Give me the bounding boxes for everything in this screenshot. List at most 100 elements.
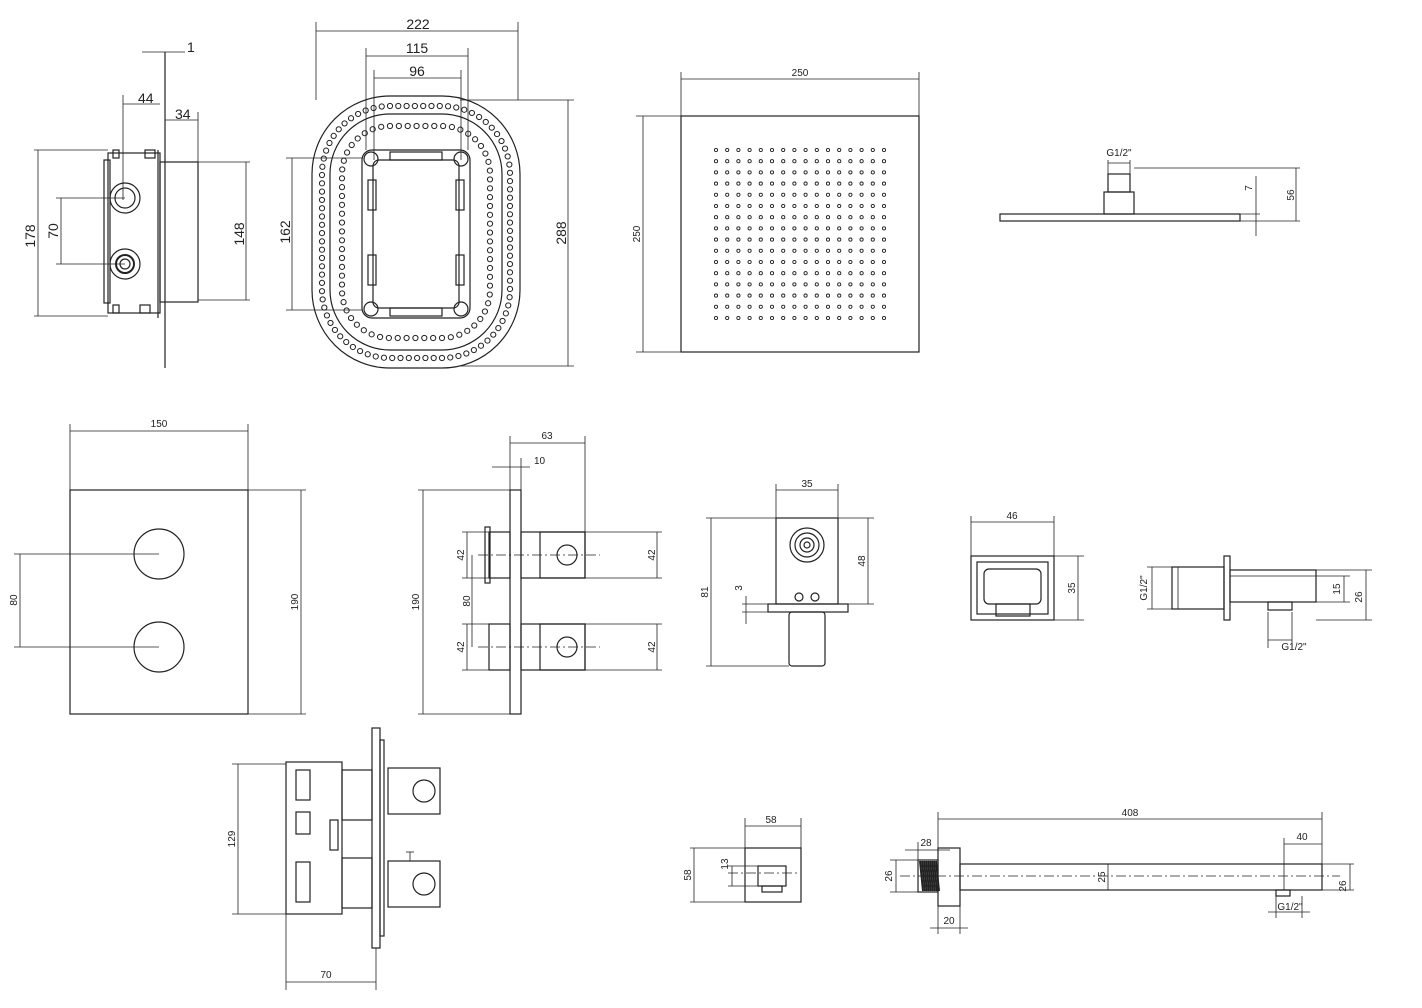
mounting-hole bbox=[447, 334, 454, 341]
nozzle-dot bbox=[769, 259, 775, 265]
nozzle-dot bbox=[713, 248, 719, 253]
mounting-hole bbox=[486, 167, 493, 174]
dim-10: 10 bbox=[534, 456, 546, 467]
mounting-hole bbox=[501, 145, 509, 152]
nozzle-dot bbox=[758, 159, 763, 164]
nozzle-dot bbox=[837, 203, 842, 209]
nozzle-dot bbox=[781, 315, 786, 321]
dim-42-right-bottom: 42 bbox=[647, 641, 658, 653]
mounting-hole bbox=[323, 147, 330, 154]
nozzle-dot bbox=[792, 304, 797, 309]
nozzle-dot bbox=[825, 271, 831, 276]
nozzle-dot bbox=[825, 282, 831, 287]
nozzle-dot bbox=[758, 226, 763, 231]
nozzle-dot bbox=[881, 315, 887, 321]
nozzle-dot bbox=[825, 237, 831, 242]
mounting-hole bbox=[470, 346, 477, 354]
mounting-hole bbox=[447, 354, 454, 361]
nozzle-dot bbox=[736, 237, 741, 242]
mounting-hole bbox=[428, 102, 435, 110]
nozzle-dot bbox=[725, 181, 730, 186]
mounting-hole bbox=[482, 118, 489, 126]
mounting-hole bbox=[502, 310, 509, 317]
nozzle-dot bbox=[747, 226, 752, 231]
nozzle-dot bbox=[725, 215, 730, 220]
nozzle-dot bbox=[803, 293, 808, 298]
mounting-hole bbox=[506, 211, 514, 218]
nozzle-dot bbox=[859, 203, 864, 209]
mounting-hole bbox=[506, 169, 514, 176]
mounting-hole bbox=[472, 136, 479, 143]
mounting-hole bbox=[486, 185, 494, 192]
nozzle-dot bbox=[859, 159, 864, 164]
dim-3: 3 bbox=[734, 585, 745, 591]
nozzle-dot bbox=[814, 282, 819, 287]
nozzle-dot bbox=[848, 315, 853, 321]
nozzle-dot bbox=[881, 215, 887, 220]
nozzle-dot bbox=[848, 271, 853, 276]
nozzle-dot bbox=[747, 215, 752, 220]
dim-178: 178 bbox=[22, 224, 38, 248]
mounting-hole bbox=[455, 352, 462, 360]
nozzle-dot bbox=[713, 170, 719, 175]
nozzle-dot bbox=[769, 170, 775, 175]
nozzle-dot bbox=[725, 170, 730, 175]
nozzle-dot bbox=[769, 282, 775, 287]
dim-26-arm-right: 26 bbox=[1338, 880, 1349, 892]
mounting-hole bbox=[481, 308, 489, 315]
nozzle-dot bbox=[848, 181, 853, 186]
dim-20: 20 bbox=[943, 916, 955, 927]
mounting-hole bbox=[486, 282, 494, 289]
mounting-hole bbox=[318, 213, 326, 220]
nozzle-dot bbox=[814, 259, 819, 265]
mounting-hole bbox=[338, 192, 346, 200]
nozzle-dot bbox=[747, 192, 752, 197]
nozzle-dot bbox=[848, 293, 853, 298]
nozzle-dot bbox=[870, 271, 875, 276]
mounting-hole bbox=[498, 137, 505, 145]
nozzle-dot bbox=[792, 147, 797, 153]
dim-26-arm-left: 26 bbox=[884, 870, 895, 882]
nozzle-dot bbox=[736, 293, 741, 298]
nozzle-dot bbox=[758, 215, 763, 220]
nozzle-dot bbox=[736, 248, 741, 253]
mounting-hole bbox=[505, 302, 512, 309]
nozzle-dot bbox=[781, 304, 786, 309]
mounting-hole bbox=[318, 238, 326, 245]
nozzle-dot bbox=[747, 271, 752, 276]
mounting-hole bbox=[343, 149, 351, 156]
view-shower-head-front: 250 250 bbox=[632, 68, 920, 353]
nozzle-dot bbox=[747, 203, 752, 209]
nozzle-dot bbox=[870, 237, 875, 242]
mounting-hole bbox=[341, 120, 348, 127]
mounting-hole bbox=[323, 312, 331, 319]
mounting-hole bbox=[506, 260, 514, 268]
dim-408: 408 bbox=[1122, 808, 1139, 819]
mounting-hole bbox=[338, 281, 346, 288]
dim-222: 222 bbox=[406, 16, 430, 32]
nozzle-dot bbox=[747, 147, 752, 153]
nozzle-dot bbox=[769, 181, 775, 186]
dim-thread-outlet-out: G1/2" bbox=[1281, 642, 1307, 653]
mounting-hole bbox=[335, 126, 342, 133]
nozzle-dot bbox=[848, 304, 853, 309]
dim-70: 70 bbox=[45, 223, 61, 239]
nozzle-dot bbox=[758, 170, 763, 175]
dim-129: 129 bbox=[227, 830, 238, 847]
nozzle-dot bbox=[848, 192, 853, 197]
mounting-hole bbox=[422, 122, 429, 130]
mounting-hole bbox=[453, 104, 460, 111]
nozzle-dot bbox=[725, 159, 730, 164]
mounting-hole bbox=[338, 254, 346, 262]
mounting-hole bbox=[421, 334, 428, 342]
mounting-hole bbox=[327, 319, 334, 327]
mounting-hole bbox=[338, 263, 346, 270]
mounting-hole bbox=[477, 315, 484, 323]
nozzle-dot bbox=[814, 237, 819, 242]
nozzle-dot bbox=[736, 170, 741, 175]
nozzle-dot bbox=[881, 271, 887, 276]
mounting-hole bbox=[506, 285, 514, 293]
mounting-hole bbox=[506, 294, 513, 301]
mounting-hole bbox=[412, 334, 419, 342]
